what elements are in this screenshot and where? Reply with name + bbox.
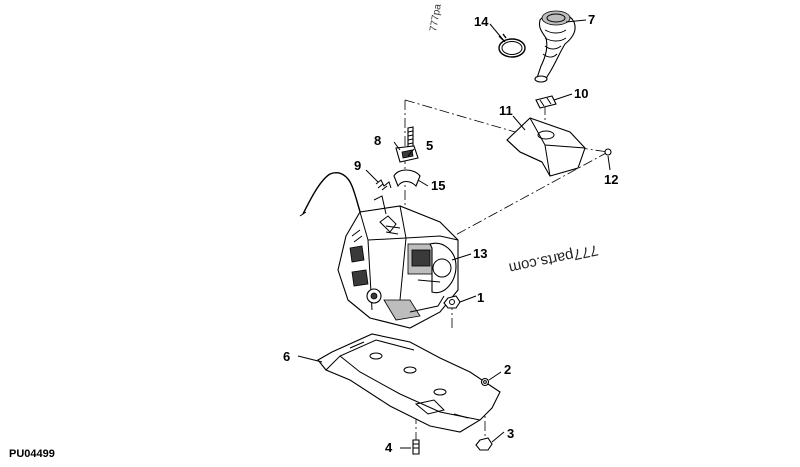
watermark-main: 777parts.com [507,241,599,277]
callout-8: 8 [374,133,381,148]
leader-lines [297,19,611,449]
callout-4: 4 [385,440,393,455]
callout-15: 15 [431,178,445,193]
part-2-nut [480,377,490,387]
callout-11: 11 [499,103,513,118]
callout-5: 5 [426,138,433,153]
callout-2: 2 [504,362,511,377]
callout-9: 9 [354,158,361,173]
part-14-hose-clamp [498,33,526,58]
part-4-bolt [412,439,420,455]
figure-reference-code: PU04499 [9,448,55,460]
callout-12: 12 [604,172,618,187]
callout-1: 1 [477,290,484,305]
part-11-shield-cover [506,117,586,177]
callout-3: 3 [507,426,514,441]
part-10-clip [535,95,557,109]
part-12-bolt [604,148,612,156]
callout-labels: 1 2 3 4 5 6 7 8 9 10 11 12 13 14 15 [283,12,618,455]
part-1-nut [443,295,461,309]
part-6-skid-plate [317,333,501,433]
callout-6: 6 [283,349,290,364]
watermark-corner: 777pa [428,3,444,33]
callout-13: 13 [473,246,487,261]
callout-14: 14 [474,14,489,29]
callout-10: 10 [574,86,588,101]
wire-harness [299,172,363,219]
part-7-air-intake-hose [534,10,576,83]
part-13-engine-assembly [337,195,459,329]
part-15-clamp [393,169,421,188]
part-9-spring [375,179,392,191]
callout-7: 7 [588,12,595,27]
part-3-nut [475,437,493,451]
